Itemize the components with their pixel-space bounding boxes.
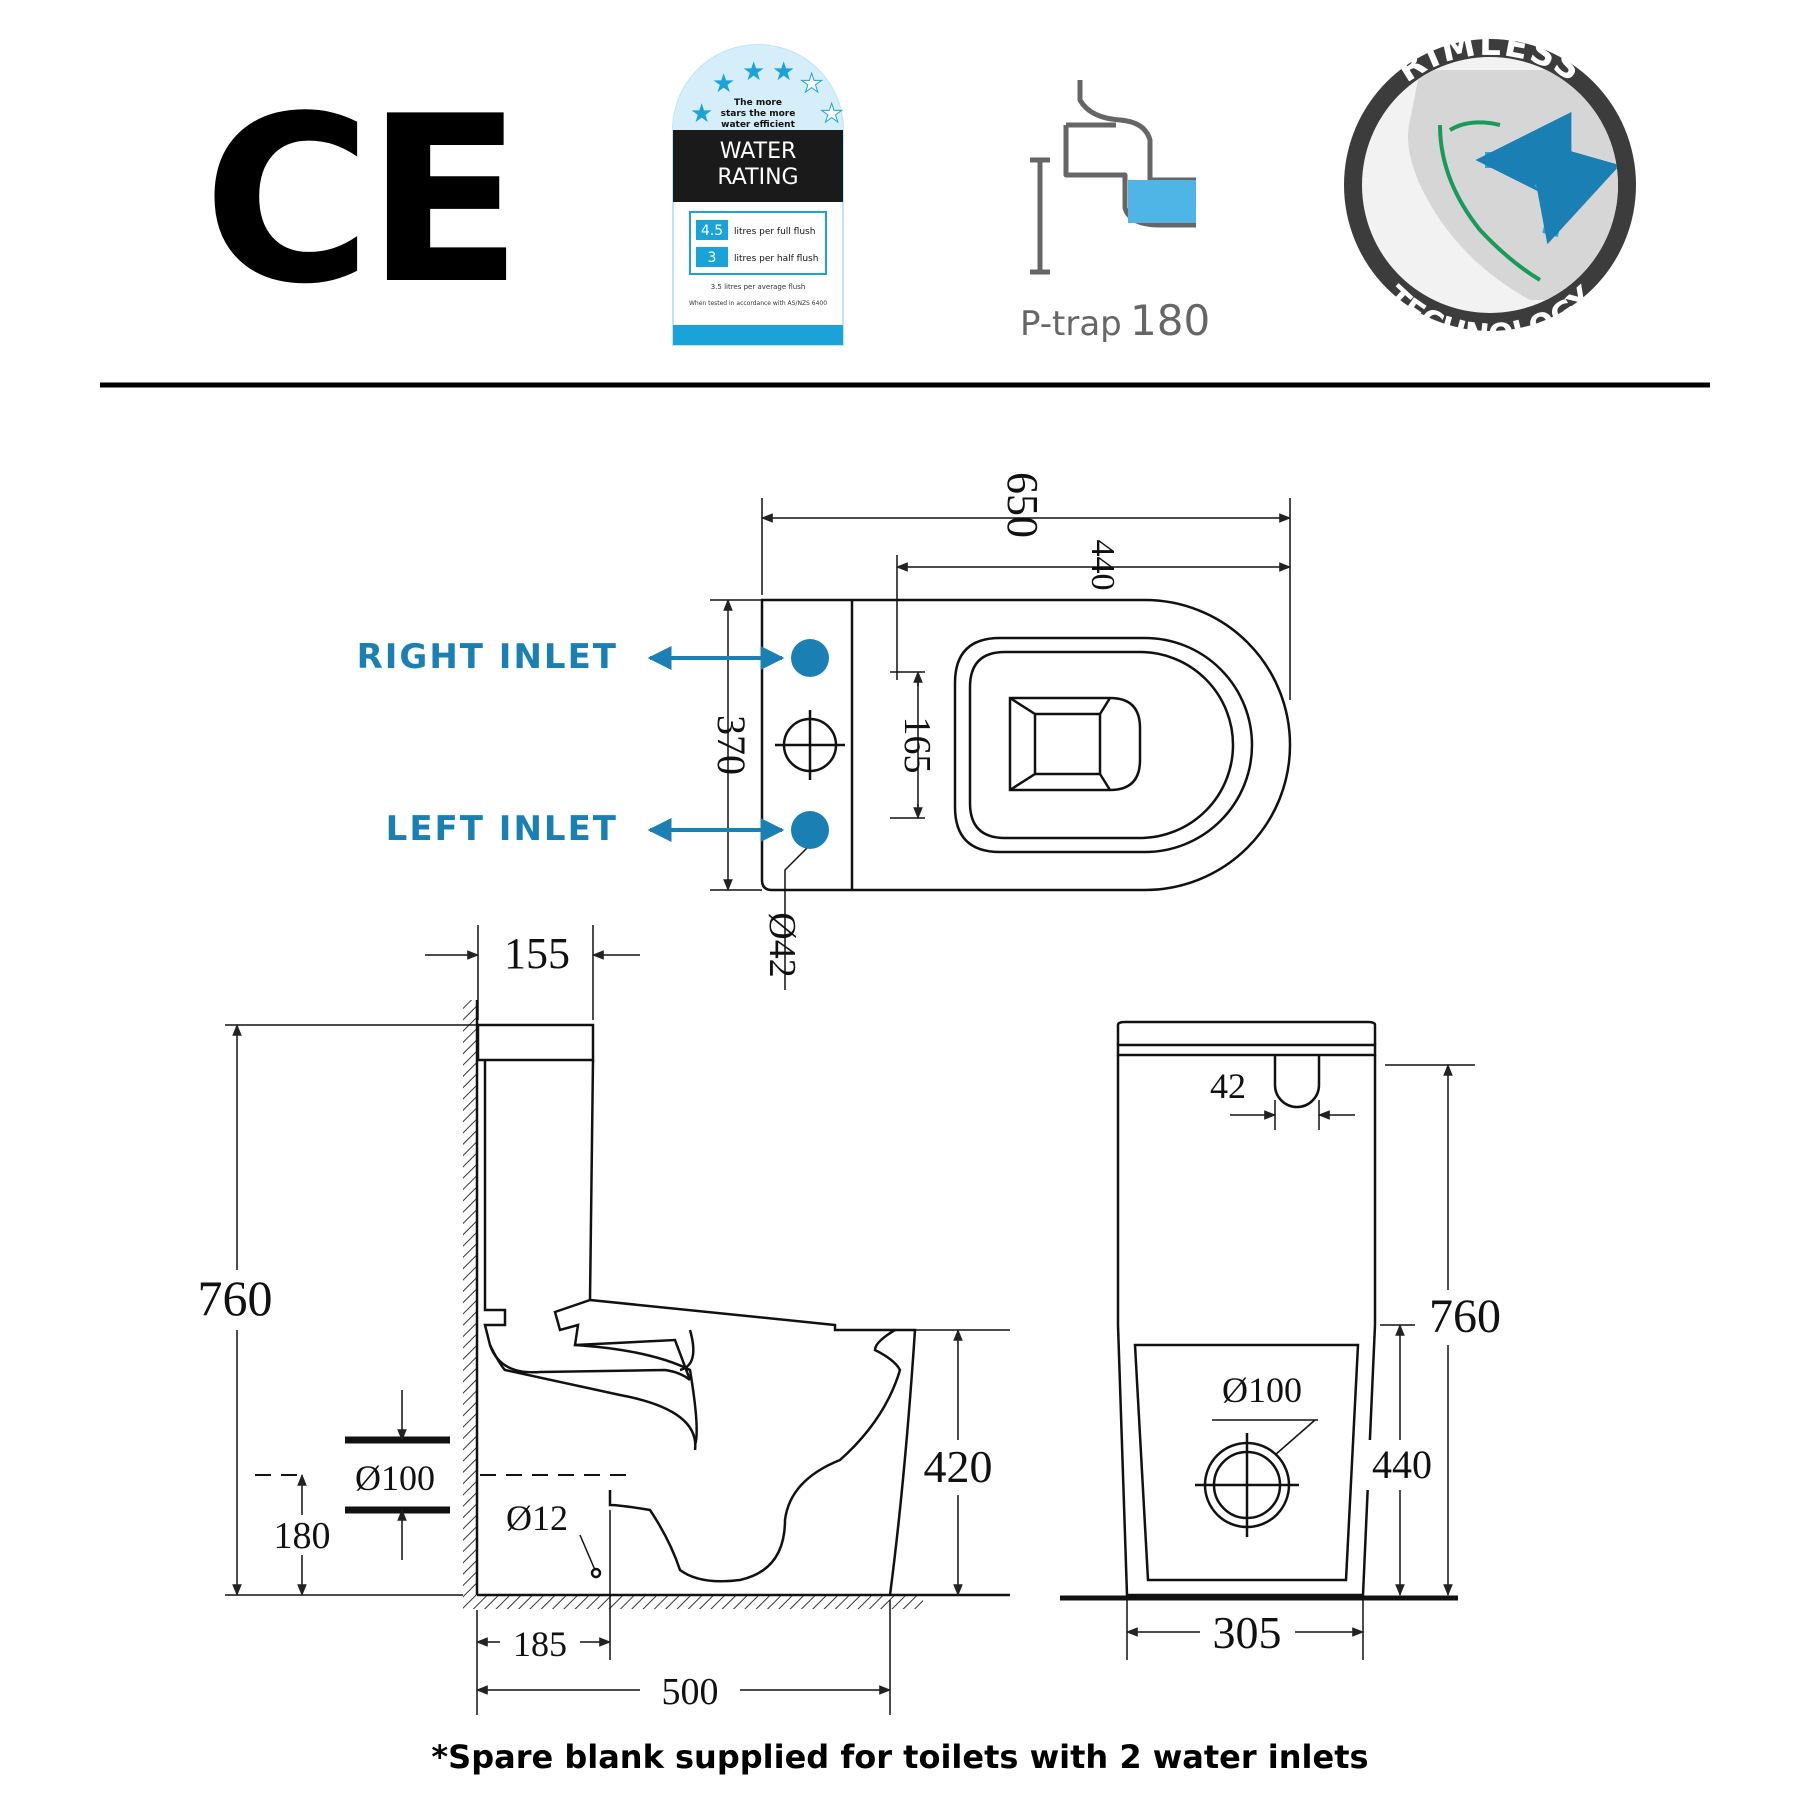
rating-title-1: WATER [720, 139, 797, 164]
star-icon: ★ [712, 69, 735, 99]
star-icon: ★ [690, 99, 713, 129]
right-inlet-label: RIGHT INLET [357, 637, 618, 677]
dim-440: 440 [1084, 540, 1121, 591]
average-flush-note: 3.5 litres per average flush [711, 283, 806, 291]
dim-outlet-diameter-front: Ø100 [1222, 1370, 1302, 1410]
dim-155: 155 [504, 929, 570, 978]
dim-180: 180 [274, 1515, 331, 1557]
dim-outlet-diameter-side: Ø100 [355, 1458, 435, 1498]
dim-760-side: 760 [198, 1270, 273, 1326]
water-rating-label: ★ ★ ★ ★ ★ ★ The more stars the more wate… [672, 44, 844, 346]
star-outline-icon: ★ [800, 69, 823, 99]
star-icon: ★ [742, 57, 765, 87]
dim-760-front: 760 [1429, 1290, 1501, 1343]
dim-185: 185 [513, 1624, 567, 1664]
dim-650: 650 [998, 472, 1047, 538]
ptrap-label: P-trap [1020, 304, 1122, 344]
left-inlet-dot [791, 811, 829, 849]
rating-stars: ★ ★ ★ ★ ★ ★ [690, 57, 844, 130]
rimless-badge: RIMLESS TECHNOLOGY [1344, 24, 1636, 354]
dim-370: 370 [709, 715, 754, 775]
left-inlet-label: LEFT INLET [386, 809, 618, 849]
ptrap-badge: P-trap 180 [1020, 80, 1210, 345]
plan-view [710, 498, 1292, 990]
ce-mark-text: CE [203, 68, 517, 335]
full-flush-label: litres per full flush [734, 227, 815, 237]
side-view-labels: 155 760 Ø100 180 Ø12 420 185 500 [185, 925, 1005, 1713]
side-view [225, 925, 1010, 1715]
dim-420: 420 [924, 1441, 993, 1492]
dim-305: 305 [1213, 1607, 1282, 1658]
test-note: When tested in accordance with AS/NZS 64… [689, 300, 827, 307]
star-icon: ★ [772, 57, 795, 87]
dim-inlet-diameter: Ø42 [761, 912, 803, 977]
dim-inlet-pipe: Ø12 [506, 1498, 568, 1538]
half-flush-value: 3 [708, 250, 717, 266]
front-view [1060, 1020, 1475, 1660]
rating-tagline-1: The more [734, 98, 782, 108]
dim-440-front: 440 [1372, 1442, 1432, 1487]
full-flush-value: 4.5 [701, 223, 723, 239]
star-outline-icon: ★ [820, 99, 843, 129]
dim-42-front: 42 [1210, 1066, 1246, 1106]
rating-tagline-2: stars the more [721, 109, 796, 119]
ptrap-icon [1030, 80, 1196, 275]
ce-mark: CE [203, 68, 523, 335]
rating-tagline-3: water efficient [721, 120, 795, 130]
right-inlet-dot [791, 639, 829, 677]
dim-500: 500 [662, 1671, 719, 1713]
dim-165: 165 [896, 717, 938, 774]
rating-title-2: RATING [717, 165, 798, 190]
rimless-bowl-icon [1408, 70, 1618, 300]
rating-header [673, 130, 843, 202]
ptrap-value: 180 [1130, 296, 1210, 345]
half-flush-label: litres per half flush [734, 254, 818, 264]
front-view-labels: 42 760 Ø100 440 305 [1200, 1066, 1515, 1658]
ptrap-water [1128, 180, 1196, 223]
footnote: *Spare blank supplied for toilets with 2… [431, 1738, 1368, 1776]
